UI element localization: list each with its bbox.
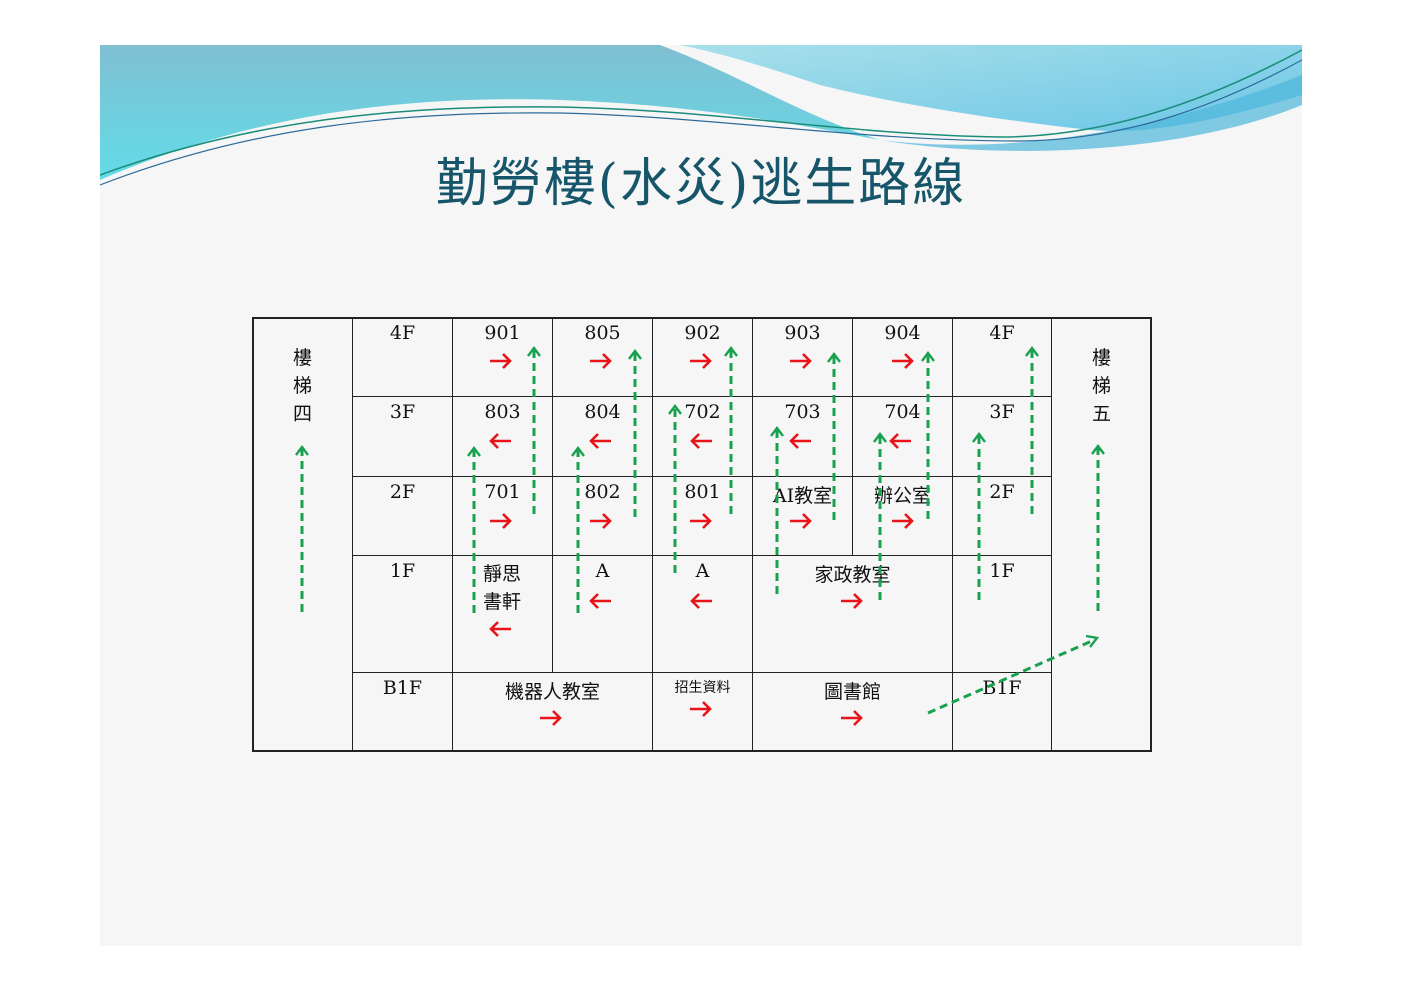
stair-four-label: 樓梯四 [292,347,312,425]
page-title: 勤勞樓(水災)逃生路線 [435,154,967,214]
table-border [252,317,1152,752]
wave-banner [100,45,1302,186]
stair-five-label: 樓梯五 [1091,347,1111,425]
slide: 勤勞樓(水災)逃生路線 [100,45,1302,946]
